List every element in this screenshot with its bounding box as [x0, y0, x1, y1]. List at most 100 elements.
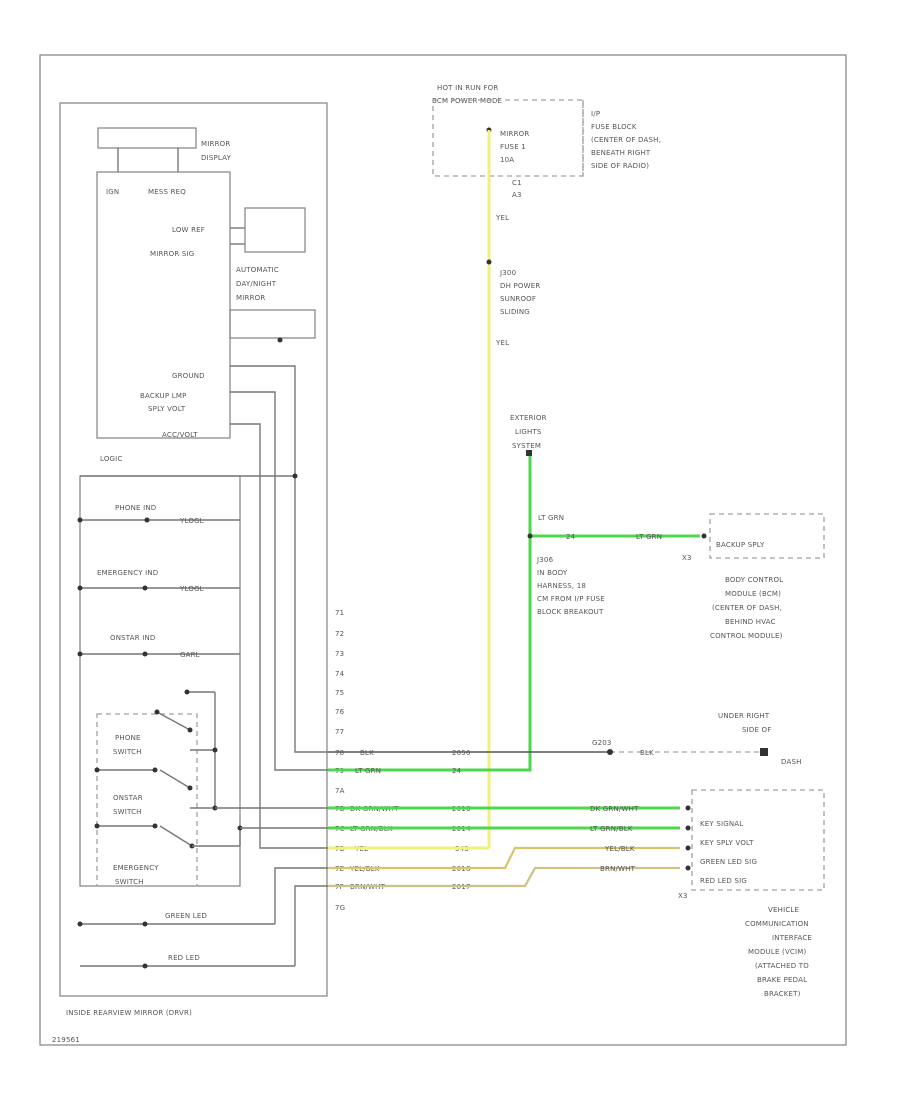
onstar-ind-label: ONSTAR IND: [110, 634, 156, 642]
svg-text:7A: 7A: [335, 787, 345, 795]
svg-text:LT GRN: LT GRN: [355, 767, 381, 775]
lt-grn-v-label: LT GRN: [538, 514, 564, 522]
mess-req-label: MESS REQ: [148, 188, 186, 196]
bcm-wire-label: LT GRN: [636, 533, 662, 541]
vcim-label: VEHICLE: [768, 906, 799, 914]
auto-dimming-label: AUTOMATIC: [236, 266, 279, 274]
svg-text:71: 71: [335, 609, 344, 617]
fuse-pin-a3: A3: [512, 191, 522, 199]
blk-right-label: BLK: [640, 749, 654, 757]
vcim-key-sply-volt: KEY SPLY VOLT: [700, 839, 754, 847]
emergency-switch-label: EMERGENCY: [113, 864, 159, 872]
acc-volt-label: ACC/VOLT: [162, 431, 198, 439]
ground-location-2: SIDE OF: [742, 726, 771, 734]
auto-dimming-label-2: DAY/NIGHT: [236, 280, 277, 288]
phone-switch-label: PHONE: [115, 734, 141, 742]
backup-lamp-label-2: SPLY VOLT: [148, 405, 186, 413]
splice-j300: J300: [499, 269, 516, 277]
bcm-box: [709, 513, 825, 559]
backup-lamp-label: BACKUP LMP: [140, 392, 187, 400]
splice-j306-5: BLOCK BREAKOUT: [537, 608, 604, 616]
vcim-label-6: BRAKE PEDAL: [757, 976, 807, 984]
svg-text:2050: 2050: [452, 749, 471, 757]
vcim-label-2: COMMUNICATION: [745, 920, 809, 928]
vcim-key-signal: KEY SIGNAL: [700, 820, 743, 828]
mirror-inner-module: [96, 171, 231, 439]
bcm-pin: X3: [682, 554, 692, 562]
yellow-wire-label: YEL: [495, 214, 509, 222]
svg-text:78: 78: [335, 749, 344, 757]
red-led-label: RED LED: [168, 954, 200, 962]
vcim-connector: X3: [678, 892, 688, 900]
phone-ind-wire: YLOGL: [179, 517, 204, 525]
svg-text:76: 76: [335, 708, 345, 716]
vcim-box: [691, 789, 825, 891]
ground-location-3: DASH: [781, 758, 802, 766]
fuse-hot-label-2: BCM POWER MODE: [432, 97, 502, 105]
diagram-frame: [39, 54, 847, 1046]
connector-pins: 71 72 73 74 75 76 77 78 79 7A 7B 7C 7D 7…: [335, 609, 345, 912]
mirror-display-label-2: DISPLAY: [201, 154, 232, 162]
bcm-label: BODY CONTROL: [725, 576, 783, 584]
fuse-rating: 10A: [500, 156, 514, 164]
bcm-label-2: MODULE (BCM): [725, 590, 781, 598]
exterior-lights-label-3: SYSTEM: [512, 442, 541, 450]
splice-j306-2: IN BODY: [537, 569, 568, 577]
diagram-id: 219561: [52, 1036, 80, 1044]
fuse-hot-label: HOT IN RUN FOR: [437, 84, 498, 92]
yellow-wire-label-2: YEL: [495, 339, 509, 347]
auto-dimming-label-3: MIRROR: [236, 294, 265, 302]
onstar-switch-label: ONSTAR: [113, 794, 143, 802]
bcm-pin-label: BACKUP SPLY: [716, 541, 765, 549]
vcim-label-3: INTERFACE: [772, 934, 812, 942]
phone-switch-label-2: SWITCH: [113, 748, 142, 756]
mirror-display-label: MIRROR: [201, 140, 230, 148]
splice-j300-4: SLIDING: [500, 308, 530, 316]
ground-id-label: G203: [592, 739, 612, 747]
fuse-block-location: I/P: [591, 110, 600, 118]
onstar-ind-wire: GARL: [180, 651, 200, 659]
low-ref-label: LOW REF: [172, 226, 205, 234]
bcm-label-4: BEHIND HVAC: [725, 618, 776, 626]
svg-text:75: 75: [335, 689, 344, 697]
fuse-block-location-5: SIDE OF RADIO): [591, 162, 649, 170]
svg-text:BLK: BLK: [360, 749, 374, 757]
splice-j300-2: DH POWER: [500, 282, 540, 290]
fuse-name: MIRROR: [500, 130, 529, 138]
vcim-label-5: (ATTACHED TO: [755, 962, 809, 970]
circuit-24-label: 24: [566, 533, 576, 541]
vcim-red-led-sig: RED LED SIG: [700, 877, 747, 885]
fuse-pin-c1: C1: [512, 179, 522, 187]
splice-j306-4: CM FROM I/P FUSE: [537, 595, 605, 603]
green-led-label: GREEN LED: [165, 912, 207, 920]
logic-label: LOGIC: [100, 455, 123, 463]
splice-j306: J306: [536, 556, 554, 564]
splice-j300-3: SUNROOF: [500, 295, 536, 303]
mirror-module-label: INSIDE REARVIEW MIRROR (DRVR): [66, 1009, 192, 1017]
svg-text:73: 73: [335, 650, 344, 658]
green-wire: [328, 456, 532, 772]
vcim-green-led-sig: GREEN LED SIG: [700, 858, 757, 866]
svg-text:7G: 7G: [335, 904, 345, 912]
mirror-outline: [59, 102, 328, 997]
auto-dimming-element: [229, 309, 316, 339]
svg-text:24: 24: [452, 767, 462, 775]
ground-location: UNDER RIGHT: [718, 712, 770, 720]
bcm-label-3: (CENTER OF DASH,: [712, 604, 782, 612]
vcim-wire-2: LT GRN/BLK: [590, 825, 633, 833]
svg-text:77: 77: [335, 728, 344, 736]
exterior-lights-label-2: LIGHTS: [515, 428, 542, 436]
emergency-ind-label: EMERGENCY IND: [97, 569, 158, 577]
ground-pin-label: GROUND: [172, 372, 205, 380]
exterior-lights-label: EXTERIOR: [510, 414, 547, 422]
vcim-wire-1: DK GRN/WHT: [590, 805, 639, 813]
splice-j306-3: HARNESS, 18: [537, 582, 586, 590]
switch-box: [96, 713, 198, 887]
mirror-sig-label: MIRROR SIG: [150, 250, 194, 258]
svg-text:74: 74: [335, 670, 345, 678]
vcim-wire-3: YEL/BLK: [604, 845, 635, 853]
fuse-number: FUSE 1: [500, 143, 526, 151]
ign-label: IGN: [106, 188, 119, 196]
mirror-display-box: [97, 127, 197, 149]
